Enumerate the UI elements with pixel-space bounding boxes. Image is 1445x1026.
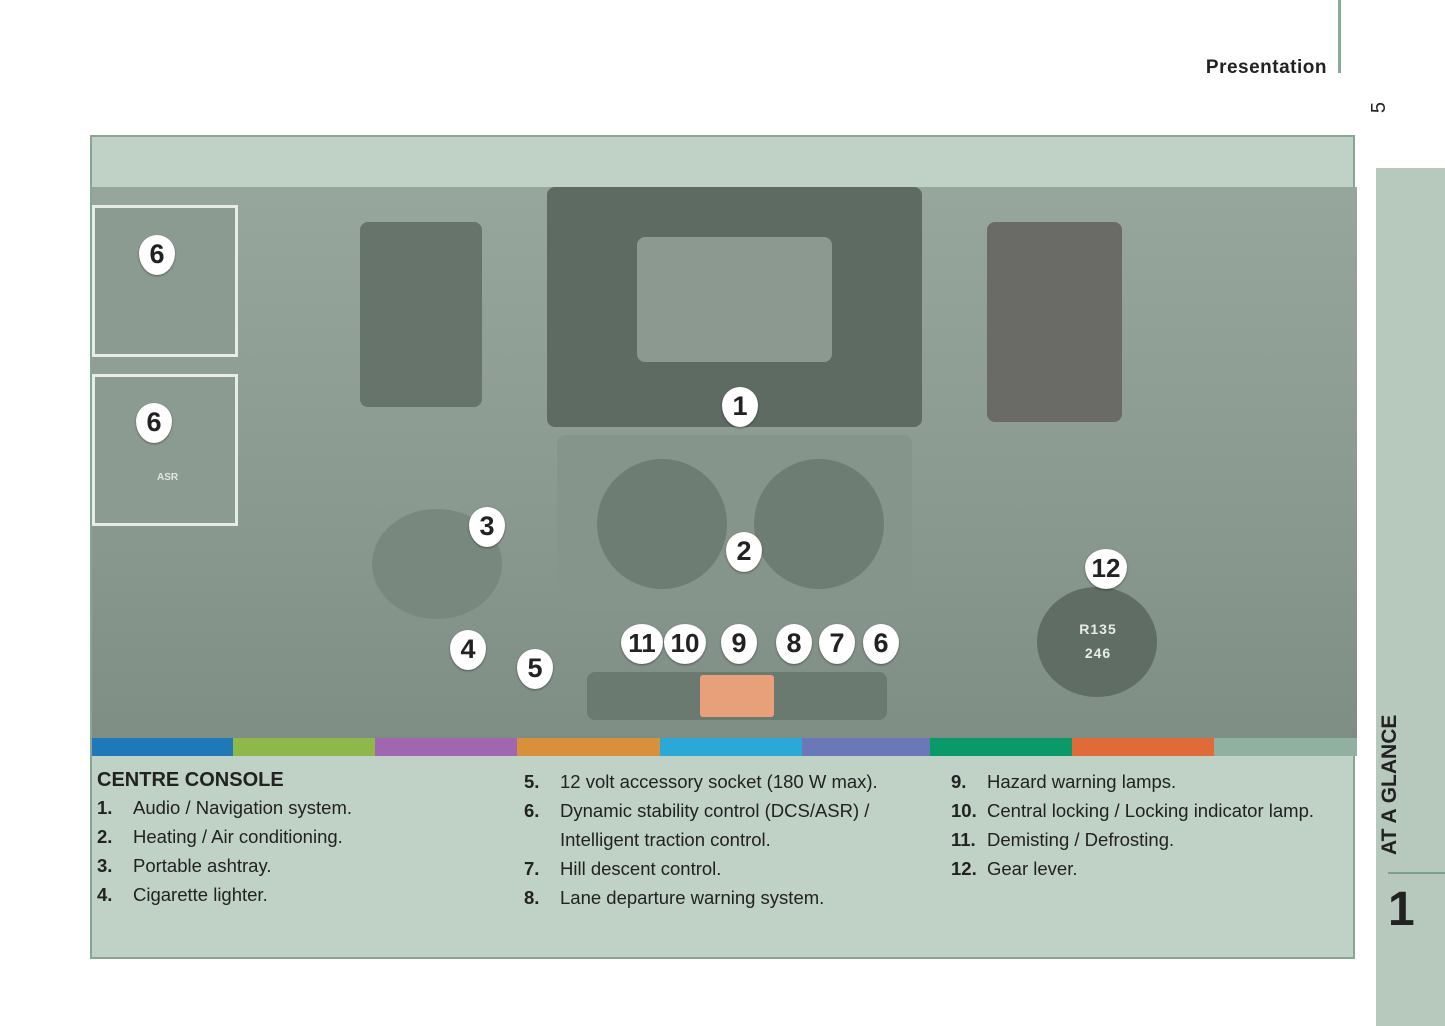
item-number: 1. xyxy=(97,797,113,818)
legend-item: 2. Heating / Air conditioning. xyxy=(97,822,517,851)
item-number: 4. xyxy=(97,884,113,905)
item-number: 2. xyxy=(97,826,113,847)
color-bar-segment xyxy=(930,738,1072,756)
hazard-button[interactable] xyxy=(700,675,774,717)
color-bar-segment xyxy=(517,738,660,756)
legend-item: 6. Dynamic stability control (DCS/ASR) / … xyxy=(524,796,924,854)
item-number: 5. xyxy=(524,771,540,792)
temperature-knob[interactable] xyxy=(597,459,727,589)
callout-6: 6 xyxy=(863,624,899,664)
item-text: Dynamic stability control (DCS/ASR) / In… xyxy=(560,800,870,850)
content-panel: R135 246 ASR 6 6 1 3 2 4 5 11 10 9 8 7 6… xyxy=(90,135,1357,959)
color-bar-segment xyxy=(375,738,517,756)
callout-10: 10 xyxy=(664,624,706,664)
gear-knob: R135 246 xyxy=(1037,587,1157,697)
right-air-vent xyxy=(987,222,1122,422)
legend-column-1: CENTRE CONSOLE 1. Audio / Navigation syst… xyxy=(97,767,517,909)
legend-item: 11. Demisting / Defrosting. xyxy=(951,825,1321,854)
callout-6: 6 xyxy=(139,235,175,275)
legend-item: 8. Lane departure warning system. xyxy=(524,883,924,912)
item-number: 10. xyxy=(951,800,977,821)
item-text: Central locking / Locking indicator lamp… xyxy=(987,800,1314,821)
item-text: Audio / Navigation system. xyxy=(133,797,353,818)
item-text: Gear lever. xyxy=(987,858,1078,879)
color-bar-segment xyxy=(1214,738,1357,756)
callout-9: 9 xyxy=(721,624,757,664)
item-text: Demisting / Defrosting. xyxy=(987,829,1175,850)
item-number: 6. xyxy=(524,800,540,821)
callout-2: 2 xyxy=(726,532,762,572)
callout-6: 6 xyxy=(136,403,172,443)
item-text: 12 volt accessory socket (180 W max). xyxy=(560,771,878,792)
item-number: 12. xyxy=(951,858,977,879)
chapter-number: 1 xyxy=(1388,883,1415,936)
callout-11: 11 xyxy=(621,624,663,664)
radio-screen xyxy=(637,237,832,362)
callout-4: 4 xyxy=(450,630,486,670)
chapter-tab[interactable] xyxy=(1376,168,1445,1026)
chapter-tab-label: AT A GLANCE xyxy=(1378,714,1401,855)
section-title: Presentation xyxy=(1205,57,1327,78)
header-divider xyxy=(1338,0,1341,73)
centre-console-illustration: R135 246 ASR 6 6 1 3 2 4 5 11 10 9 8 7 6… xyxy=(92,187,1357,738)
item-number: 3. xyxy=(97,855,113,876)
item-text: Portable ashtray. xyxy=(133,855,272,876)
callout-7: 7 xyxy=(819,624,855,664)
legend-item: 1. Audio / Navigation system. xyxy=(97,793,517,822)
item-text: Hill descent control. xyxy=(560,858,722,879)
item-text: Heating / Air conditioning. xyxy=(133,826,343,847)
inset-switch-panel xyxy=(92,205,238,357)
item-number: 11. xyxy=(951,829,976,850)
gear-pattern-label: R135 246 xyxy=(1079,621,1117,661)
callout-12: 12 xyxy=(1085,549,1127,589)
legend-item: 4. Cigarette lighter. xyxy=(97,880,517,909)
item-text: Hazard warning lamps. xyxy=(987,771,1177,792)
color-bar-segment xyxy=(660,738,802,756)
callout-8: 8 xyxy=(776,624,812,664)
legend-column-2: 5. 12 volt accessory socket (180 W max). 6… xyxy=(524,767,924,912)
fan-knob[interactable] xyxy=(754,459,884,589)
color-bar-segment xyxy=(1072,738,1214,756)
callout-5: 5 xyxy=(517,649,553,689)
item-number: 9. xyxy=(951,771,967,792)
color-bar-segment xyxy=(92,738,233,756)
legend-item: 9. Hazard warning lamps. xyxy=(951,767,1321,796)
asr-label: ASR xyxy=(157,472,179,483)
page-number: 5 xyxy=(1368,101,1391,114)
legend-title: CENTRE CONSOLE xyxy=(97,769,284,791)
color-bar-segment xyxy=(233,738,375,756)
legend-item: 5. 12 volt accessory socket (180 W max). xyxy=(524,767,924,796)
item-text: Lane departure warning system. xyxy=(560,887,825,908)
legend-item: 7. Hill descent control. xyxy=(524,854,924,883)
legend-item: 12. Gear lever. xyxy=(951,854,1321,883)
tab-divider xyxy=(1388,872,1445,874)
legend-column-3: 9. Hazard warning lamps. 10. Central lockin… xyxy=(951,767,1321,883)
item-number: 7. xyxy=(524,858,540,879)
item-text: Cigarette lighter. xyxy=(133,884,268,905)
legend-item: 10. Central locking / Locking indicator l… xyxy=(951,796,1321,825)
callout-3: 3 xyxy=(469,507,505,547)
callout-1: 1 xyxy=(722,387,758,427)
left-air-vent xyxy=(360,222,482,407)
color-bar-segment xyxy=(802,738,930,756)
inset-switch-panel-asr: ASR xyxy=(92,374,238,526)
legend-item: 3. Portable ashtray. xyxy=(97,851,517,880)
item-number: 8. xyxy=(524,887,540,908)
